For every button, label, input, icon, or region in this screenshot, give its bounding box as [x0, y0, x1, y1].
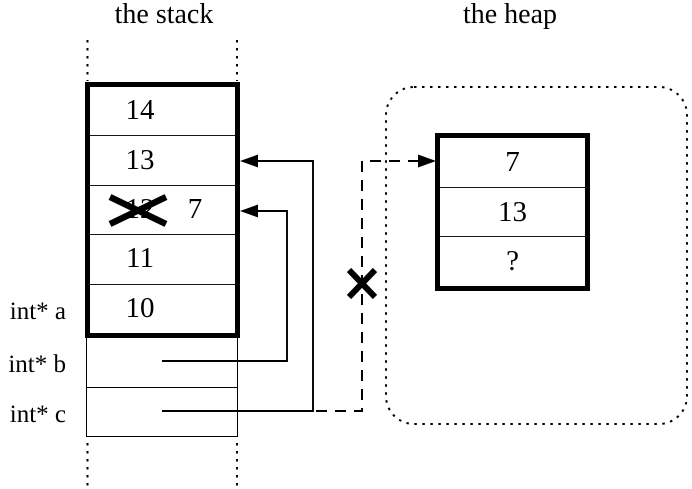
stack-title: the stack — [114, 0, 214, 30]
heap-title: the heap — [462, 0, 558, 30]
stack-cell-value: 14 — [125, 94, 155, 127]
label-int-ptr-b: int* b — [8, 351, 66, 378]
stack-cell-value: 13 — [125, 143, 155, 176]
arrowhead-right-icon — [418, 154, 436, 168]
dashed-heap-pointer-arrow — [316, 154, 436, 412]
stack-cell-value: 11 — [126, 242, 154, 275]
heap-cell-value: 7 — [505, 145, 520, 178]
stack-cell-2-overwritten: 12 7 — [90, 184, 235, 234]
heap-cell-2: ? — [440, 236, 585, 286]
stack-cell-value: 10 — [125, 291, 155, 324]
stack-frame-box: 14 13 12 7 11 10 — [85, 82, 240, 338]
stack-cell-4: 10 — [90, 283, 235, 333]
pointer-c-cell — [87, 388, 237, 437]
heap-cell-value: 13 — [498, 195, 527, 228]
stack-cell-new-value: 7 — [187, 192, 203, 225]
arrowhead-left-icon — [240, 204, 258, 218]
heap-cell-0: 7 — [440, 138, 585, 187]
heap-block-box: 7 13 ? — [435, 133, 590, 291]
stack-cell-1: 13 — [90, 135, 235, 184]
stack-cell-3: 11 — [90, 234, 235, 283]
arrowhead-left-icon — [240, 154, 258, 168]
heap-cell-value: ? — [506, 245, 519, 278]
stack-pointer-cells — [86, 338, 238, 437]
dashed-heap-pointer-wire — [316, 160, 418, 412]
stack-cell-0: 14 — [90, 87, 235, 135]
deleted-pointer-cross-icon — [346, 267, 378, 300]
pointer-b-cell — [87, 338, 237, 388]
label-int-ptr-a: int* a — [9, 298, 66, 325]
label-int-ptr-c: int* c — [9, 401, 66, 428]
heap-cell-1: 13 — [440, 186, 585, 237]
